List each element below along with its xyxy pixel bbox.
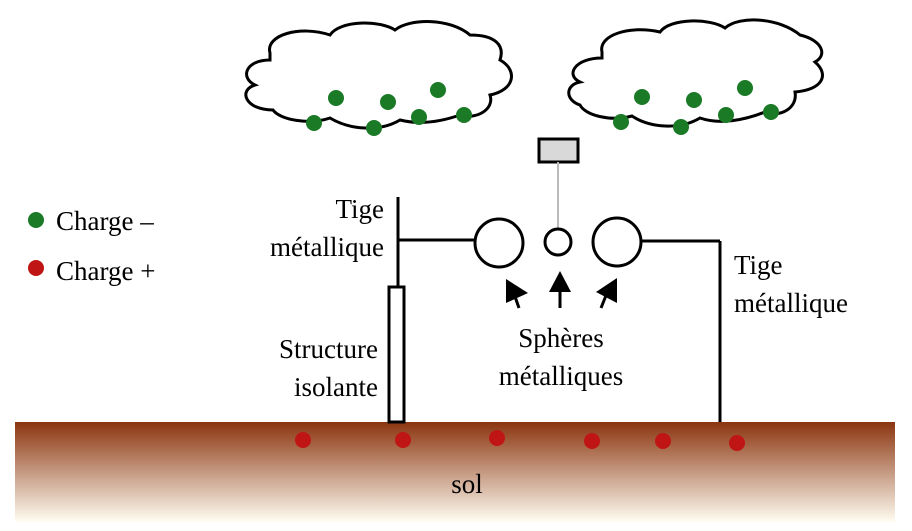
negative-charge-dot — [718, 107, 734, 123]
positive-charge-dot — [295, 432, 311, 448]
legend-negative-label: Charge – — [56, 206, 154, 236]
legend-positive-label: Charge + — [56, 256, 155, 286]
negative-charge-dot — [456, 107, 472, 123]
right-rod-label-2: métallique — [734, 288, 848, 318]
cloud-negative-charges — [306, 80, 779, 136]
right-rod-label-1: Tige — [734, 250, 783, 280]
spheres-label-1: Sphères — [518, 323, 603, 353]
negative-charge-dot — [686, 92, 702, 108]
negative-charge-dot — [763, 104, 779, 120]
right-sphere — [591, 216, 643, 268]
left-sphere — [473, 217, 525, 269]
cloud-left — [244, 20, 513, 130]
middle-sphere — [543, 227, 573, 257]
legend-negative-dot — [28, 212, 44, 228]
negative-charge-dot — [366, 120, 382, 136]
negative-charge-dot — [613, 114, 629, 130]
spheres-label-2: métalliques — [499, 361, 623, 391]
negative-charge-dot — [634, 89, 650, 105]
sphere-holder — [537, 137, 580, 164]
insulator-label-2: isolante — [294, 372, 378, 402]
negative-charge-dot — [380, 94, 396, 110]
left-rod-label-2: métallique — [270, 232, 384, 262]
negative-charge-dot — [306, 115, 322, 131]
negative-charge-dot — [430, 82, 446, 98]
negative-charge-dot — [737, 80, 753, 96]
ground — [15, 422, 895, 522]
positive-charge-dot — [729, 435, 745, 451]
negative-charge-dot — [673, 119, 689, 135]
ground-positive-charges — [295, 430, 745, 451]
positive-charge-dot — [395, 432, 411, 448]
insulator-label-1: Structure — [279, 334, 378, 364]
positive-charge-dot — [584, 433, 600, 449]
arrowhead-middle — [549, 271, 571, 292]
insulating-structure — [387, 285, 406, 424]
arrowhead-left — [506, 279, 528, 303]
left-rod-label-1: Tige — [335, 194, 384, 224]
arrowhead-right — [596, 278, 617, 303]
negative-charge-dot — [328, 90, 344, 106]
ground-label: sol — [451, 469, 483, 499]
cloud-right — [567, 18, 824, 128]
legend-positive-dot — [28, 260, 44, 276]
positive-charge-dot — [489, 430, 505, 446]
negative-charge-dot — [411, 109, 427, 125]
positive-charge-dot — [655, 433, 671, 449]
